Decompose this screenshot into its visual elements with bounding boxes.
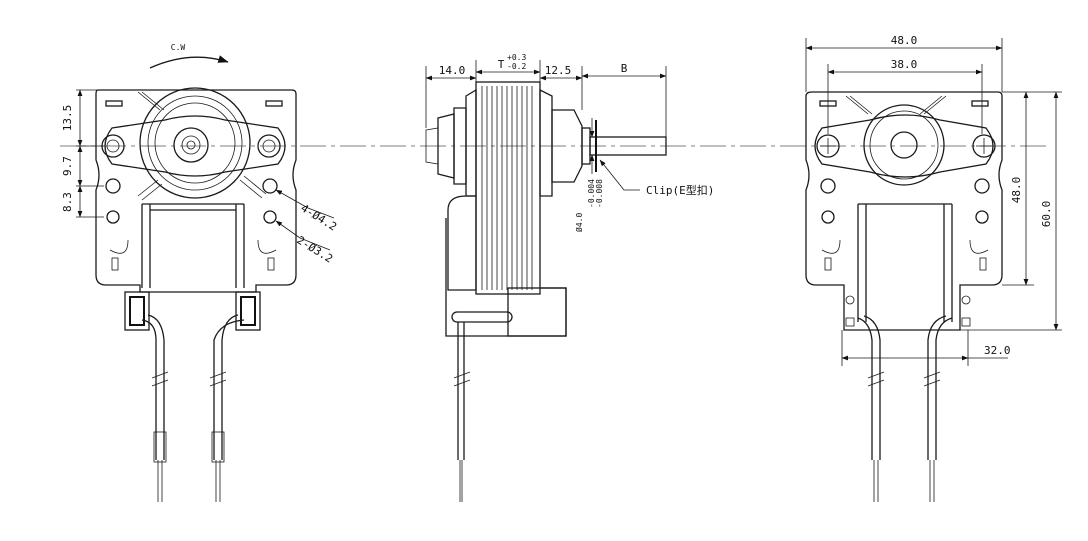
dim-right-label: 12.5 (545, 64, 572, 77)
width-holes-label: 38.0 (891, 58, 918, 71)
dim-t-tol-lower: -0.2 (507, 62, 526, 71)
clip-label: Clip(E型扣) (646, 183, 714, 197)
dim-b-label: B (621, 62, 628, 75)
front-wire-left (141, 314, 165, 460)
pitch-2-label: 9.7 (61, 156, 74, 176)
pitch-3-label: 8.3 (61, 192, 74, 212)
rotation-label: C.W (171, 43, 186, 52)
hole-large (105, 178, 121, 194)
lamination-stack (475, 81, 541, 295)
dim-t-tol-upper: +0.3 (507, 53, 526, 62)
rotation-arrow (149, 55, 229, 69)
side-view: 14.0 T +0.3 -0.2 12.5 B Ø4.0 -0.004 -0.0… (425, 53, 714, 502)
width-overall-label: 48.0 (891, 34, 918, 47)
bottom-width-label: 32.0 (984, 344, 1011, 357)
motor-shaft (589, 136, 667, 156)
height-overall-label: 60.0 (1040, 201, 1053, 228)
dim-left-label: 14.0 (439, 64, 466, 77)
front-view: C.W (61, 43, 339, 502)
rear-view: 48.0 38.0 48.0 60.0 32.0 (805, 34, 1062, 502)
pitch-1-label: 13.5 (61, 105, 74, 132)
shaft-dia-label: Ø4.0 (574, 213, 584, 232)
front-wire-right (213, 314, 245, 460)
rear-frame (805, 91, 1003, 331)
height-inner-label: 48.0 (1010, 177, 1023, 204)
shaft-tol-lower: -0.008 (595, 179, 604, 208)
shaft-tol-upper: -0.004 (587, 179, 596, 208)
dim-t-label: T (498, 58, 505, 71)
front-bracket (104, 115, 286, 177)
